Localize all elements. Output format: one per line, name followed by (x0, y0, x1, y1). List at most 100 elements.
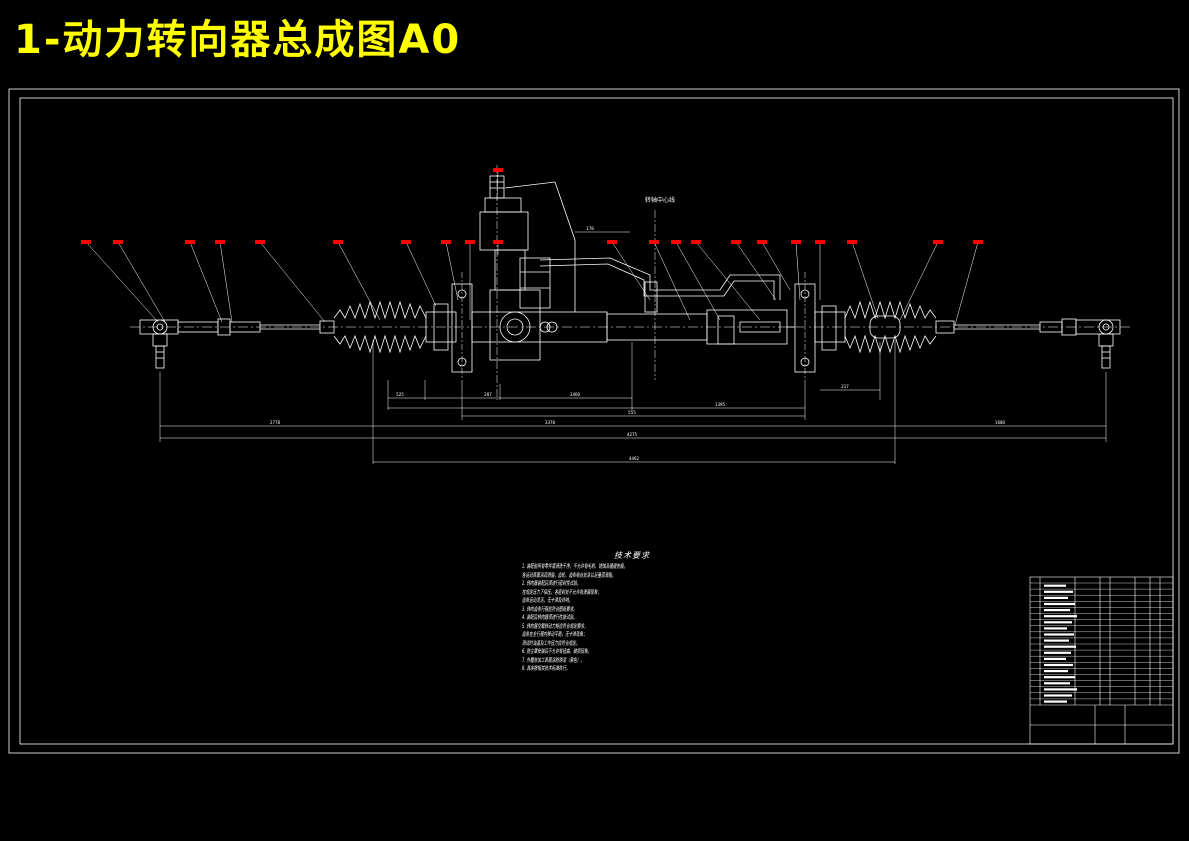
leader-line (445, 241, 459, 301)
axis-label: 转轴中心线 (645, 196, 675, 204)
page-title: 1-动力转向器总成图A0 (14, 17, 462, 63)
parts-list-cell-text (1044, 688, 1077, 691)
parts-list-cell-text (1044, 645, 1076, 648)
part-balloon-marker (441, 240, 451, 244)
technical-requirement-item: 4. 装配后转向器须进行性能试验。 (522, 614, 577, 621)
right-boot (844, 300, 937, 320)
steering-gear-assembly (130, 165, 1130, 400)
leader-line (189, 241, 223, 323)
parts-list-cell-text (1044, 663, 1073, 667)
part-balloon-marker (493, 240, 503, 244)
part-balloon-marker (757, 240, 767, 244)
part-balloon-marker (649, 240, 659, 244)
leader-line (337, 241, 381, 321)
parts-list-cell-text (1044, 584, 1066, 587)
technical-requirement-item: 测试时油温及工作压力应符合规定。 (522, 639, 580, 646)
dimension-label: 525 (396, 392, 404, 397)
parts-list-cell-text (1044, 676, 1075, 679)
dimension-label: 2778 (270, 420, 281, 425)
parts-list-cell-text (1044, 639, 1069, 642)
title-block (1029, 576, 1174, 745)
leader-line (899, 241, 939, 321)
part-balloon-marker (185, 240, 195, 244)
parts-list-cell-text (1044, 627, 1067, 630)
parts-list-cell-text (1044, 633, 1074, 636)
technical-requirement-item: 6. 防尘罩安装后不允许有扭曲、破损现象。 (522, 648, 592, 655)
parts-list-cell-text (1044, 590, 1073, 593)
parts-list-cell-text (1044, 670, 1068, 673)
part-balloons (81, 168, 983, 326)
leader-line (795, 241, 801, 301)
leader-line (405, 241, 437, 307)
technical-requirement-item: 7. 外露非加工表面涂防锈漆（黑色）。 (522, 656, 585, 663)
part-balloon-marker (607, 240, 617, 244)
parts-list-cell-text (1044, 651, 1071, 654)
dimension-label: 178 (586, 226, 594, 231)
leader-line (954, 241, 979, 326)
dimension-label: 555 (628, 410, 636, 415)
part-balloon-marker (815, 240, 825, 244)
outer-border (8, 88, 1180, 754)
technical-requirement-item: 齿条运动灵活，无卡滞及异响。 (522, 597, 573, 604)
part-balloon-marker (215, 240, 225, 244)
part-balloon-marker (691, 240, 701, 244)
dimension-label: 287 (484, 392, 492, 397)
parts-list-cell-text (1044, 602, 1075, 606)
part-balloon-marker (791, 240, 801, 244)
leader-line (219, 241, 233, 323)
dimension-label: 3378 (545, 420, 556, 425)
part-balloon-marker (731, 240, 741, 244)
parts-list-cell-text (1044, 621, 1072, 624)
technical-requirement-item: 在规定压力下保压，各密封处不允许有渗漏现象； (522, 588, 602, 595)
parts-list (1030, 582, 1173, 703)
part-balloon-marker (493, 168, 503, 172)
parts-list-cell-text (1044, 615, 1077, 618)
parts-list-cell-text (1044, 596, 1068, 599)
part-balloon-marker (671, 240, 681, 244)
parts-list-cell-text (1044, 700, 1067, 703)
leader-line (117, 241, 166, 323)
technical-requirements-title: 技术要求 (614, 551, 650, 560)
part-balloon-marker (333, 240, 343, 244)
technical-requirements: 技术要求 1. 装配前所有零件需清洗干净，不允许有毛刺、锈蚀及磕碰伤痕。 各运动… (522, 550, 742, 674)
technical-requirement-item: 8. 其余按相关技术标准执行。 (522, 665, 570, 672)
technical-requirement-item: 齿条在全行程内移动平稳，无卡滞现象； (522, 631, 587, 638)
dimension-label: 217 (841, 384, 849, 389)
part-balloon-marker (255, 240, 265, 244)
dimension-label: 4462 (629, 456, 640, 461)
parts-list-cell-text (1044, 657, 1066, 660)
left-boot (333, 300, 427, 320)
leader-line (85, 241, 159, 323)
technical-requirement-item: 5. 转向器空载转动力矩应符合规定要求， (522, 622, 588, 629)
technical-requirements-list: 1. 装配前所有零件需清洗干净，不允许有毛刺、锈蚀及磕碰伤痕。 各运动表面涂润滑… (522, 563, 742, 672)
part-balloon-marker (113, 240, 123, 244)
leader-line (851, 241, 879, 319)
leader-line (496, 169, 499, 201)
dimension-label: 3400 (570, 392, 581, 397)
parts-list-cell-text (1044, 682, 1070, 685)
part-balloon-marker (933, 240, 943, 244)
leader-line (735, 241, 777, 301)
dimension-values: 178 2778 525 287 3400 217 1395 555 3378 … (270, 196, 1006, 461)
parts-list-cell-text (1044, 609, 1070, 612)
dimension-lines (159, 210, 1107, 464)
dimension-label: 4275 (627, 432, 638, 437)
leader-line (761, 241, 791, 291)
leader-line (259, 241, 326, 323)
dimension-label: 1680 (995, 420, 1006, 425)
technical-requirement-item: 2. 转向器装配后须进行密封性试验。 (522, 580, 581, 587)
part-balloon-marker (465, 240, 475, 244)
leader-line (675, 241, 721, 321)
technical-requirement-item: 1. 装配前所有零件需清洗干净，不允许有毛刺、锈蚀及磕碰伤痕。 (522, 563, 628, 570)
part-balloon-marker (847, 240, 857, 244)
dimension-label: 1395 (715, 402, 726, 407)
right-tie-rod-end (1075, 319, 1121, 369)
part-balloon-marker (973, 240, 983, 244)
part-balloon-marker (401, 240, 411, 244)
leader-line (653, 241, 691, 321)
technical-requirement-item: 3. 转向齿条行程应符合图纸要求。 (522, 605, 577, 612)
part-balloon-marker (81, 240, 91, 244)
leader-line (611, 241, 651, 301)
leader-line (695, 241, 761, 321)
